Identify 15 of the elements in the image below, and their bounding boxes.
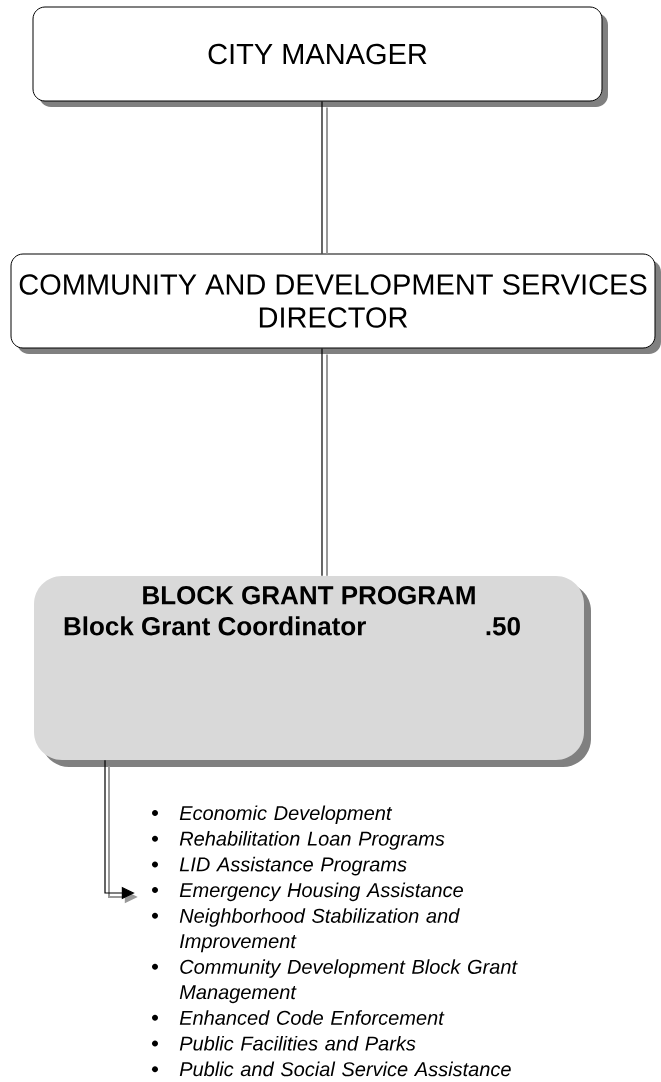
node-label: Rehabilitation Loan Programs xyxy=(179,831,445,850)
connector-line xyxy=(321,347,328,577)
position-box: COMMUNITY AND DEVELOPMENT SERVICES DIRECTOR xyxy=(10,253,661,354)
node-label: Community Development Block Grant Management xyxy=(179,959,518,1004)
bullet-list: Economic Development Rehabilitation Loan Programs LID Assistance Programs Emergency Housing Assistance Neighborhood Stabilization and Improvement Community Development Block Grant Management Enhanced Code Enforcement Public Facilities and Parks Public and Social Service Assistance xyxy=(152,805,518,1077)
connector-line xyxy=(321,100,328,255)
node-label: Economic Development xyxy=(179,805,393,825)
node-label: Public and Social Service Assistance xyxy=(179,1061,511,1077)
node-label: Enhanced Code Enforcement xyxy=(179,1010,445,1025)
node-label: LID Assistance Programs xyxy=(179,856,407,876)
program-box: BLOCK GRANT PROGRAM Block Grant Coordinator .50 xyxy=(34,576,591,767)
position-box: CITY MANAGER xyxy=(32,6,608,107)
node-label: Emergency Housing Assistance xyxy=(179,882,463,902)
node-label: Neighborhood Stabilization and Improvement xyxy=(179,908,460,953)
node-label: Public Facilities and Parks xyxy=(179,1035,416,1051)
